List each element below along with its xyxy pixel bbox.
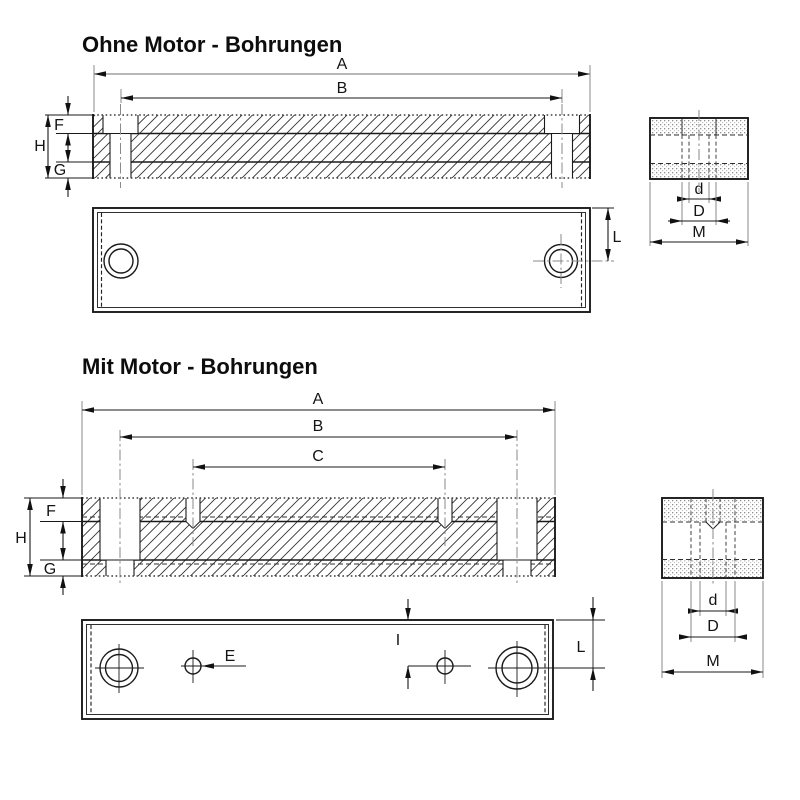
mit-motor-drawing: Mit Motor - Bohrungen xyxy=(15,354,764,720)
mit-dim-label-L: L xyxy=(577,639,586,656)
mit-dim-label-B: B xyxy=(313,418,324,435)
ohne-dim-label-F: F xyxy=(54,117,64,134)
ohne-dim-label-A: A xyxy=(337,56,348,73)
mit-dim-label-A: A xyxy=(313,391,324,408)
mit-dim-label-D: D xyxy=(707,618,719,635)
mit-section-dimensions: A B C F H G xyxy=(15,391,556,595)
ohne-section-dimensions: A B F H G xyxy=(34,56,591,197)
ohne-dim-label-G: G xyxy=(54,162,66,179)
ohne-plan-view: L xyxy=(92,207,622,313)
mit-dim-label-I: I xyxy=(396,632,400,649)
mit-section-view xyxy=(81,430,556,586)
mit-title: Mit Motor - Bohrungen xyxy=(82,354,318,379)
ohne-end-view: d D M xyxy=(649,110,749,246)
ohne-dim-label-D: D xyxy=(693,203,705,220)
ohne-dim-label-L: L xyxy=(613,229,622,246)
mit-dim-label-G: G xyxy=(44,561,56,578)
ohne-title: Ohne Motor - Bohrungen xyxy=(82,32,342,57)
mit-dim-label-C: C xyxy=(312,448,324,465)
mit-dim-label-H: H xyxy=(15,530,27,547)
mit-end-view: d D M xyxy=(661,489,764,678)
mit-dim-label-M: M xyxy=(706,653,719,670)
ohne-dim-label-H: H xyxy=(34,138,46,155)
ohne-dim-label-B: B xyxy=(337,80,348,97)
ohne-dim-label-M: M xyxy=(692,224,705,241)
ohne-motor-drawing: Ohne Motor - Bohrungen xyxy=(34,32,749,313)
ohne-dim-label-d: d xyxy=(695,181,704,198)
mit-plan-view: E I L xyxy=(81,597,605,720)
ohne-section-view xyxy=(92,104,591,188)
mit-dim-label-E: E xyxy=(225,648,236,665)
mit-dim-label-F: F xyxy=(46,503,56,520)
mit-dim-label-d: d xyxy=(709,592,718,609)
